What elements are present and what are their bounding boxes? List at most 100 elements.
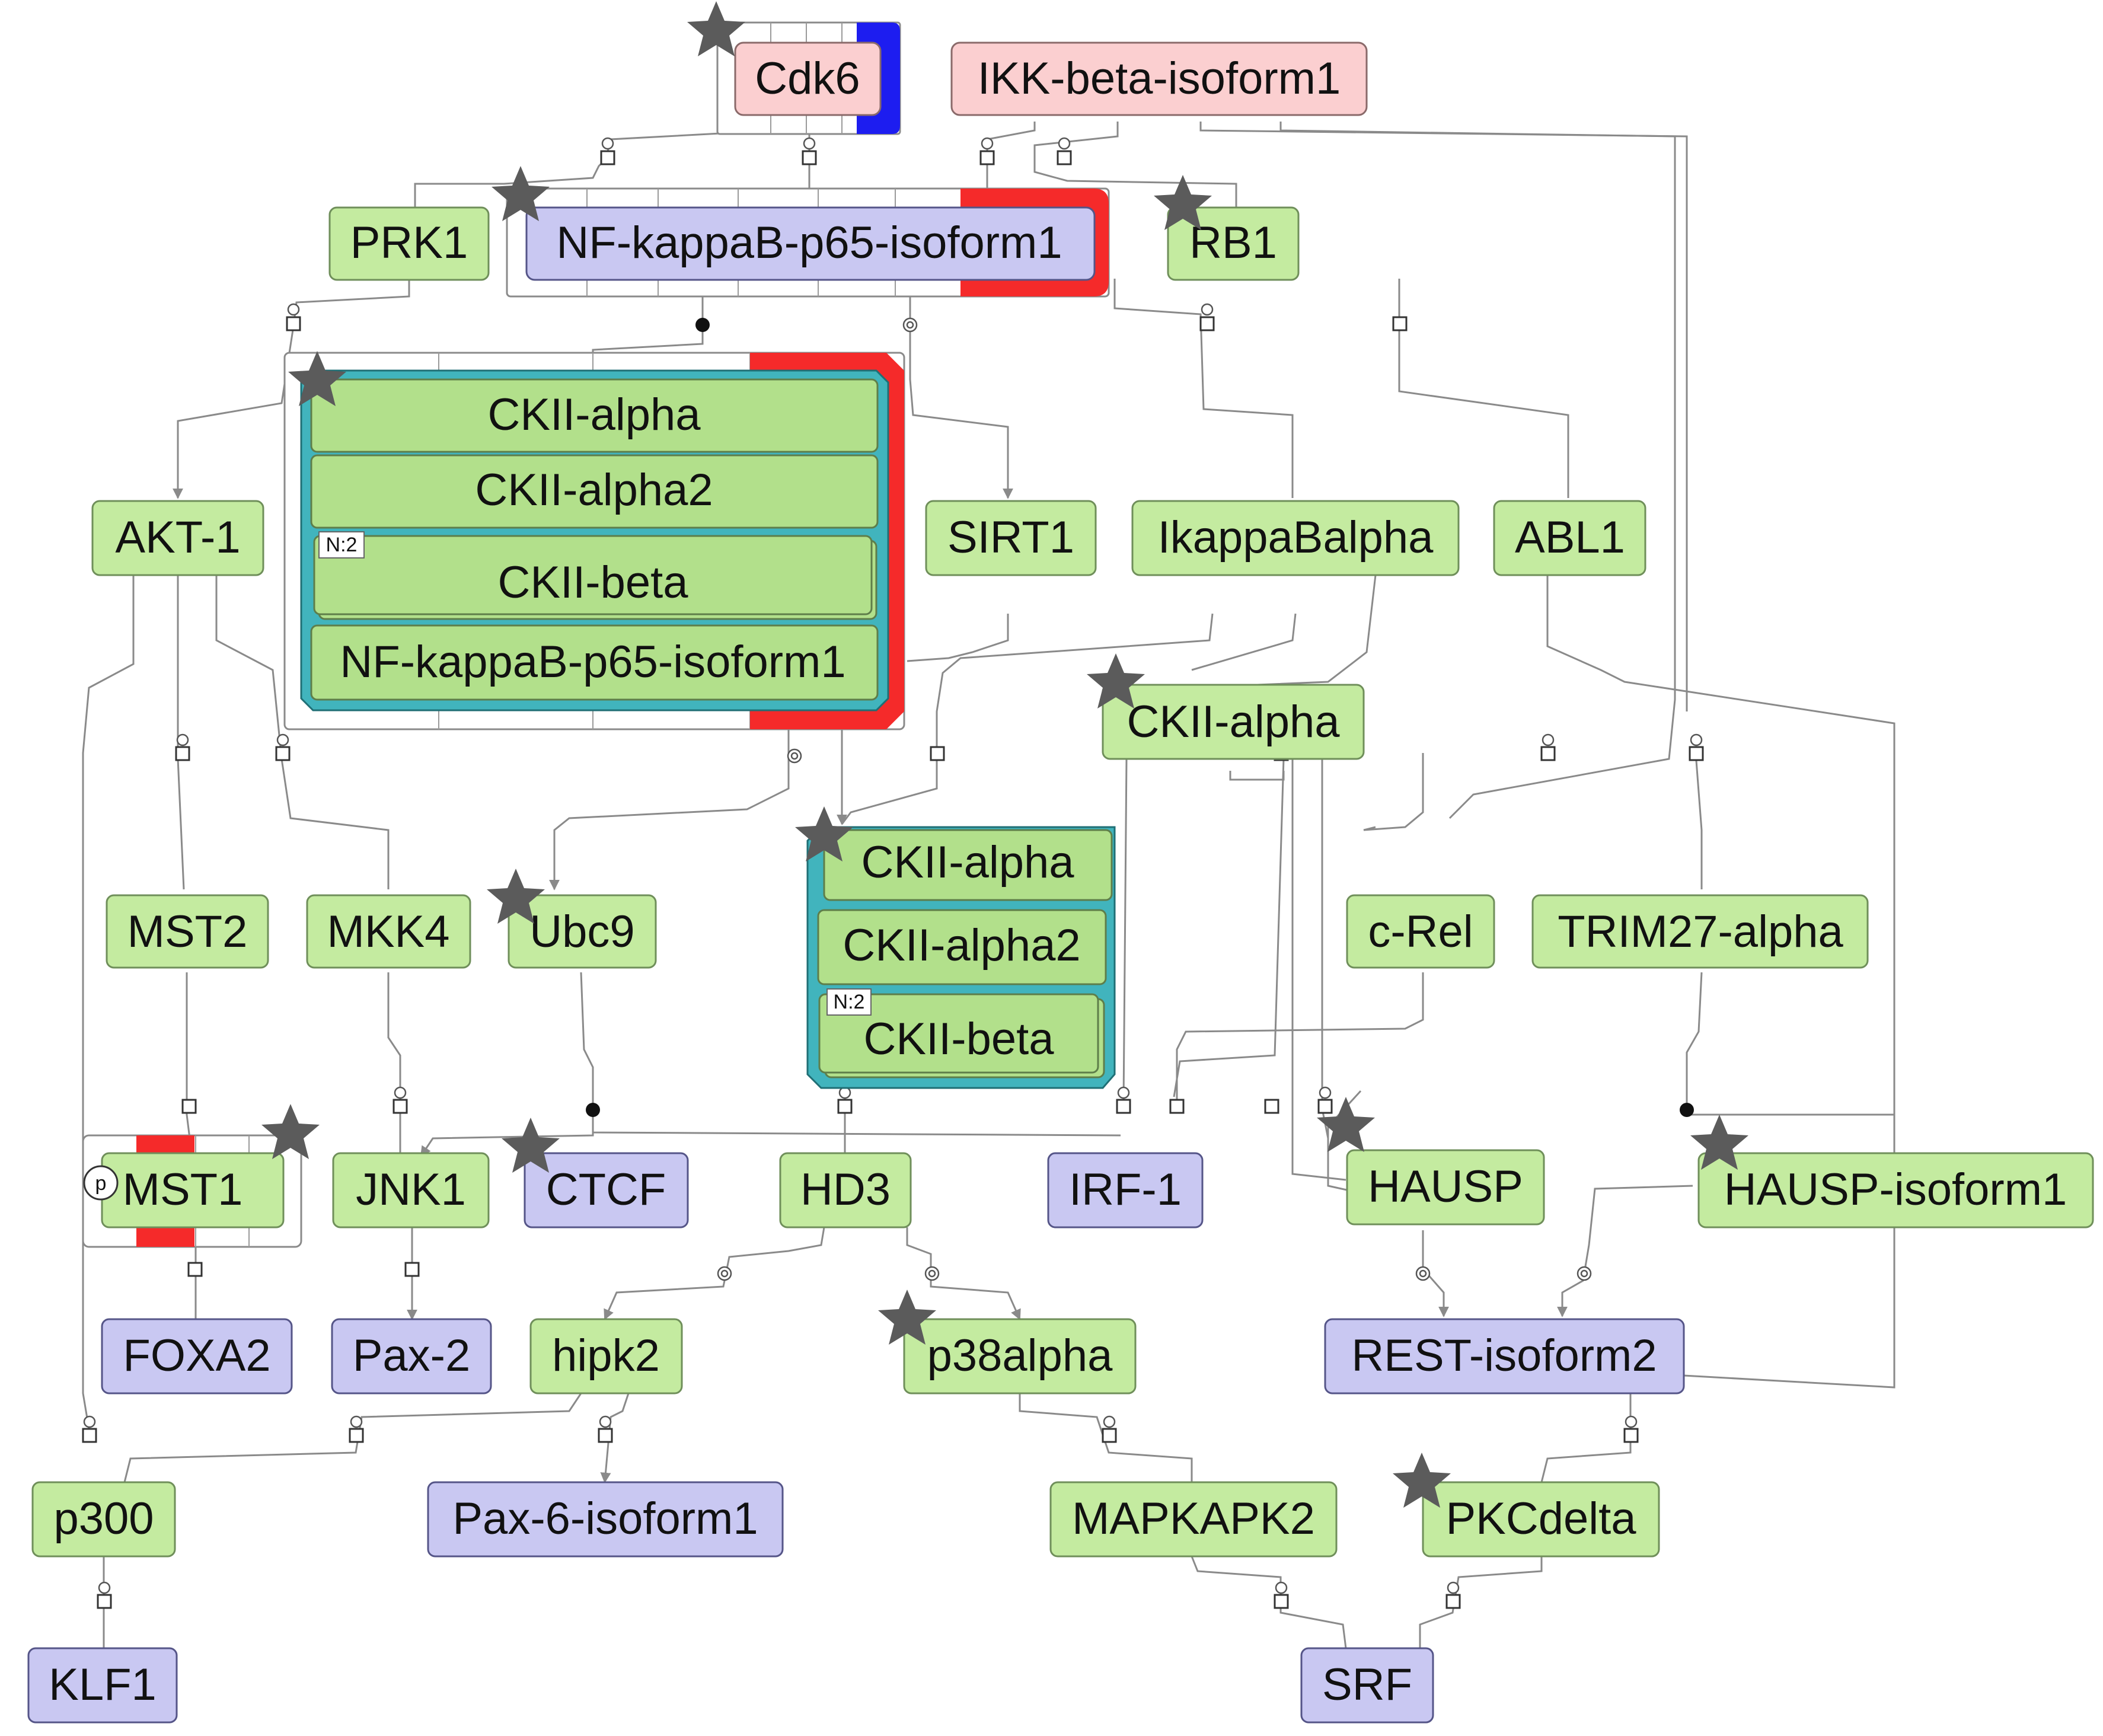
catalysis-circle-icon [287, 303, 300, 316]
node-label: MKK4 [327, 907, 450, 957]
catalysis-circle-icon [1625, 1415, 1638, 1428]
node-mkk4[interactable]: MKK4 [306, 894, 471, 969]
process-square-icon [97, 1594, 112, 1609]
node-mst1[interactable]: MST1 p [83, 1152, 285, 1228]
process-square-icon [286, 316, 301, 331]
node-hipk2[interactable]: hipk2 [529, 1318, 683, 1394]
node-p300[interactable]: p300 [31, 1481, 176, 1558]
star-icon [502, 1118, 560, 1173]
node-label: REST-isoform2 [1351, 1330, 1657, 1381]
node-label: hipk2 [552, 1330, 660, 1381]
node-hausp[interactable]: HAUSP [1346, 1149, 1545, 1226]
process-square-icon [392, 1099, 408, 1114]
node-abl1[interactable]: ABL1 [1493, 500, 1646, 576]
node-label: c-Rel [1368, 907, 1473, 957]
node-label: TRIM27-alpha [1558, 907, 1843, 957]
node-label: p38alpha [927, 1330, 1113, 1381]
node-mapkapk2[interactable]: MAPKAPK2 [1049, 1481, 1338, 1558]
catalysis-circle-icon [394, 1086, 407, 1099]
node-akt-1[interactable]: AKT-1 [91, 500, 264, 576]
complex1-member-ckii-alpha2[interactable]: CKII-alpha2 [310, 454, 879, 529]
phospho-state-icon: p [83, 1165, 119, 1201]
star-icon [288, 351, 346, 406]
node-mst2[interactable]: MST2 [106, 894, 269, 969]
node-ikk-beta-isoform1[interactable]: IKK-beta-isoform1 [950, 42, 1368, 116]
node-label: CKII-alpha [1127, 697, 1340, 747]
star-markers [261, 1, 1748, 1508]
node-sirt1[interactable]: SIRT1 [925, 500, 1097, 576]
member-label: NF-kappaB-p65-isoform1 [340, 637, 845, 687]
process-square-icon [1199, 316, 1215, 331]
node-ckii-alpha[interactable]: CKII-alpha [1102, 684, 1365, 760]
process-square-icon [82, 1428, 97, 1443]
catalysis-circle-icon [1690, 733, 1703, 746]
member-label: CKII-beta [863, 1014, 1054, 1064]
node-label: MST2 [127, 907, 248, 957]
catalysis-circle-icon [601, 137, 614, 150]
complex1[interactable]: CKII-alpha CKII-alpha2 N:2 CKII-beta NF-… [300, 369, 889, 711]
process-square-icon [837, 1099, 853, 1114]
catalysis-circle-icon [1117, 1086, 1130, 1099]
complex1-member-ckii-beta[interactable]: N:2 CKII-beta [313, 531, 877, 620]
member-label: CKII-alpha2 [475, 465, 713, 515]
node-rest-isoform2[interactable]: REST-isoform2 [1324, 1318, 1685, 1394]
process-square-icon [1169, 1099, 1185, 1114]
complex2-member-ckii-alpha[interactable]: CKII-alpha [823, 829, 1113, 901]
complex2[interactable]: CKII-alpha CKII-alpha2 N:2 CKII-beta [806, 826, 1116, 1089]
star-icon [1393, 1453, 1451, 1508]
catalysis-circle-icon [1447, 1581, 1460, 1594]
member-label: CKII-beta [497, 557, 688, 608]
complex1-member-nf-kappab-p65-isoform1[interactable]: NF-kappaB-p65-isoform1 [310, 624, 879, 701]
node-klf1[interactable]: KLF1 [27, 1647, 178, 1724]
state-variable: p [95, 1172, 107, 1195]
node-label: Pax-2 [353, 1330, 471, 1381]
node-jnk1[interactable]: JNK1 [332, 1152, 490, 1228]
star-icon [795, 806, 853, 861]
node-label: NF-kappaB-p65-isoform1 [556, 218, 1062, 268]
node-label: HAUSP [1368, 1161, 1523, 1212]
node-foxa2[interactable]: FOXA2 [101, 1318, 293, 1394]
node-ctcf[interactable]: CTCF [524, 1152, 689, 1228]
catalysis-circle-icon [350, 1415, 363, 1428]
catalysis-circle-icon [1103, 1415, 1116, 1428]
catalysis-circle-icon [1319, 1086, 1332, 1099]
star-icon [261, 1104, 320, 1159]
node-cdk6[interactable]: Cdk6 [734, 42, 882, 116]
node-pkcdelta[interactable]: PKCdelta [1422, 1481, 1660, 1558]
node-c-rel[interactable]: c-Rel [1346, 894, 1495, 969]
node-prk1[interactable]: PRK1 [328, 206, 490, 281]
catalysis-circle-icon [981, 137, 994, 150]
process-square-icon [1274, 1594, 1289, 1609]
node-pax-2[interactable]: Pax-2 [331, 1318, 492, 1394]
node-label: Ubc9 [529, 907, 634, 957]
node-pax-6-isoform1[interactable]: Pax-6-isoform1 [427, 1481, 784, 1558]
node-label: CTCF [546, 1164, 666, 1215]
node-ubc9[interactable]: Ubc9 [508, 894, 657, 969]
node-trim27-alpha[interactable]: TRIM27-alpha [1531, 894, 1869, 969]
process-square-icon [1317, 1099, 1333, 1114]
node-hausp-isoform1[interactable]: HAUSP-isoform1 [1697, 1152, 2094, 1228]
node-label: HD3 [800, 1164, 891, 1215]
node-nf-kappab-p65-isoform1[interactable]: NF-kappaB-p65-isoform1 [525, 206, 1096, 281]
process-square-icon [1445, 1594, 1461, 1609]
node-label: Cdk6 [755, 53, 860, 104]
catalysis-circle-icon [803, 137, 816, 150]
process-square-icon [349, 1428, 364, 1443]
star-icon [487, 869, 545, 924]
process-square-icon [979, 150, 995, 165]
node-label: FOXA2 [123, 1330, 270, 1381]
complex2-member-ckii-alpha2[interactable]: CKII-alpha2 [817, 909, 1107, 985]
process-square-icon [1057, 150, 1072, 165]
node-label: Pax-6-isoform1 [452, 1494, 758, 1544]
node-label: IKK-beta-isoform1 [978, 53, 1341, 104]
node-irf-1[interactable]: IRF-1 [1047, 1152, 1204, 1228]
node-p38alpha[interactable]: p38alpha [903, 1318, 1137, 1394]
catalysis-circle-icon [276, 733, 289, 746]
node-ikappabalpha[interactable]: IkappaBalpha [1131, 500, 1460, 576]
node-srf[interactable]: SRF [1300, 1647, 1434, 1724]
complex1-member-ckii-alpha[interactable]: CKII-alpha [310, 378, 879, 453]
node-rb1[interactable]: RB1 [1167, 206, 1300, 281]
complex2-member-ckii-beta[interactable]: N:2 CKII-beta [818, 988, 1105, 1078]
node-hd3[interactable]: HD3 [779, 1152, 912, 1228]
stimulation-dot-icon [695, 318, 710, 332]
